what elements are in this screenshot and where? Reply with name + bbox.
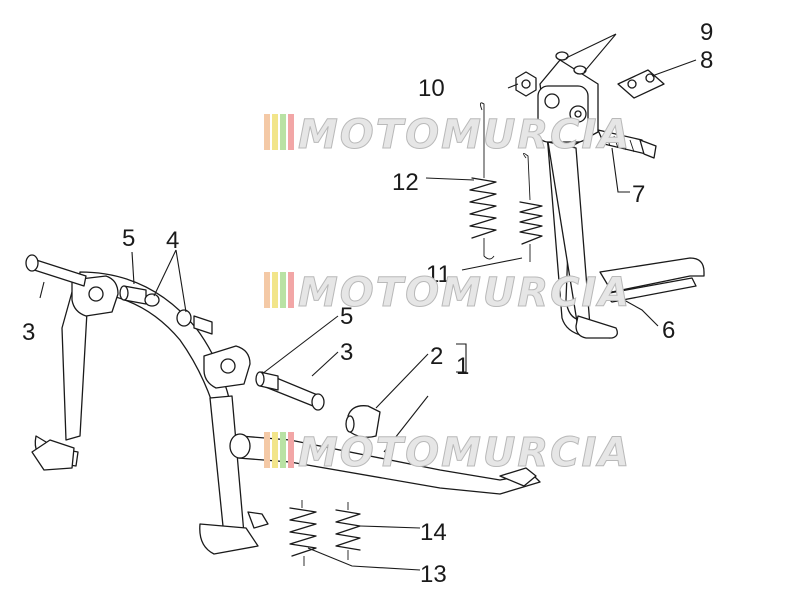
callout-10: 10 (418, 75, 445, 102)
callout-labels: 1 2 3 3 4 5 5 6 7 8 9 10 11 12 13 14 (22, 19, 713, 588)
callout-7: 7 (632, 181, 645, 208)
springs-11-12 (469, 102, 543, 262)
bolt-3-left (25, 254, 87, 287)
watermark-text: MOTOMURCIA (298, 112, 631, 158)
callout-5-right: 5 (340, 303, 353, 330)
watermark-stripe (272, 114, 278, 150)
watermark-stripe (288, 432, 294, 468)
callout-2: 2 (430, 343, 443, 370)
center-stand (31, 271, 541, 555)
plate-8 (617, 69, 665, 99)
watermark-bottom: MOTOMURCIA (264, 430, 631, 477)
watermark-stripe (272, 432, 278, 468)
callout-1: 1 (456, 353, 469, 380)
leader-lines (39, 33, 697, 571)
callout-13: 13 (420, 561, 447, 588)
bushing-5-left (119, 285, 147, 305)
watermark-stripe (288, 272, 294, 308)
watermark-stripe (264, 114, 270, 150)
nut-10 (515, 71, 537, 97)
watermark-stripe (264, 272, 270, 308)
watermark-middle: MOTOMURCIA (264, 270, 631, 317)
bushing-5-right (255, 371, 279, 391)
watermark-stripe (272, 272, 278, 308)
watermark-stripe (264, 432, 270, 468)
callout-11: 11 (426, 261, 451, 288)
springs-13-14 (289, 500, 361, 566)
washers-9 (555, 51, 587, 75)
callout-14: 14 (420, 519, 447, 546)
callout-4: 4 (166, 227, 179, 254)
side-stand (537, 59, 705, 339)
callout-3-left: 3 (22, 319, 35, 346)
callout-6: 6 (662, 317, 675, 344)
bushing-2 (345, 405, 381, 438)
callout-8: 8 (700, 47, 713, 74)
watermark-stripe (280, 114, 286, 150)
watermark-stripe (280, 432, 286, 468)
watermark-top: MOTOMURCIA (264, 112, 631, 159)
watermark-text: MOTOMURCIA (298, 270, 631, 316)
callout-5-left: 5 (122, 225, 135, 252)
callout-12: 12 (392, 169, 419, 196)
bushings-4 (144, 293, 213, 335)
bolt-7 (597, 129, 657, 159)
watermark-stripe (288, 114, 294, 150)
watermark-text: MOTOMURCIA (298, 430, 631, 476)
watermark-stripe (280, 272, 286, 308)
callout-9: 9 (700, 19, 713, 46)
callout-3-right: 3 (340, 339, 353, 366)
